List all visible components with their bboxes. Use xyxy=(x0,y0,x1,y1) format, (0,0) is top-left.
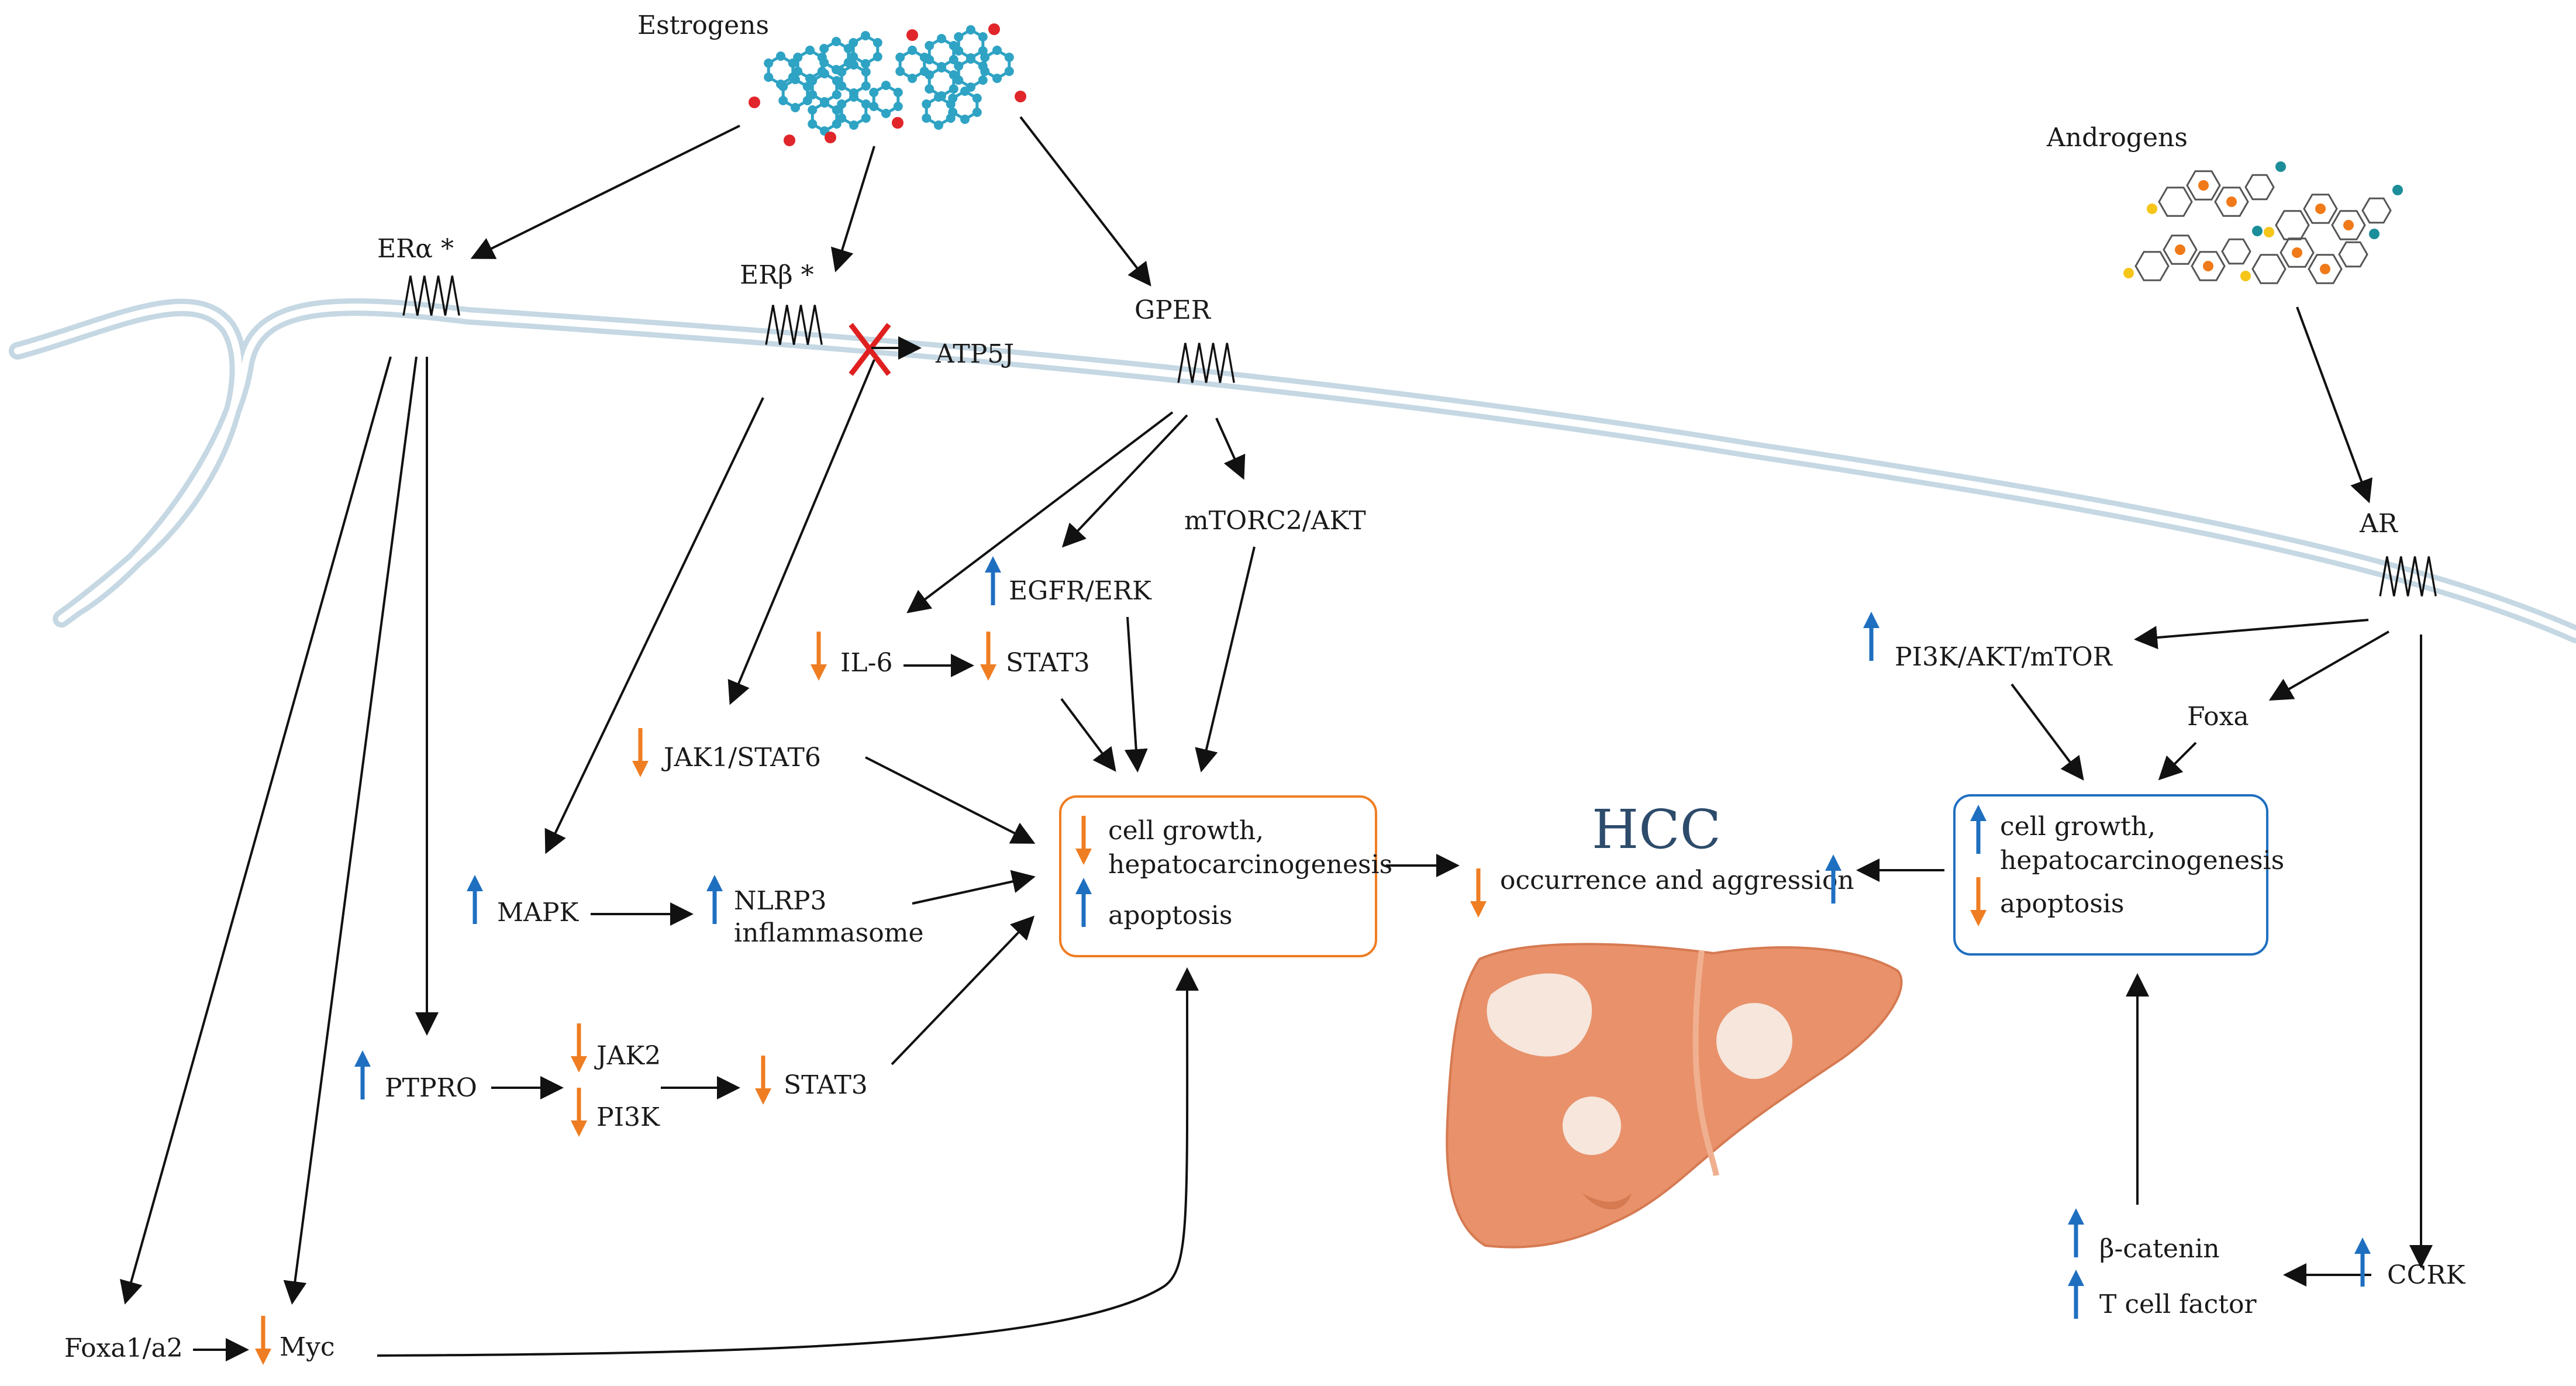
regulation-indicators xyxy=(255,556,2371,1365)
er-beta-label: ERβ * xyxy=(740,260,814,290)
gper-label: GPER xyxy=(1134,295,1212,325)
ar-receptor: AR xyxy=(2359,509,2437,598)
inflammasome-label: inflammasome xyxy=(734,918,924,948)
cell-growth-label: cell growth, xyxy=(1108,816,1264,846)
il6-label: IL-6 xyxy=(840,648,892,678)
stat3-gper-label: STAT3 xyxy=(1006,648,1090,678)
ccrk-label: CCRK xyxy=(2387,1260,2465,1290)
egfr-erk-label: EGFR/ERK xyxy=(1009,576,1152,606)
pi3k-label: PI3K xyxy=(596,1102,660,1132)
foxa1a2-label: Foxa1/a2 xyxy=(64,1333,183,1363)
atp5j-label: ATP5J xyxy=(935,339,1014,369)
mapk-label: MAPK xyxy=(497,898,579,928)
er-alpha-label: ERα * xyxy=(377,234,454,264)
x-block-icon xyxy=(849,323,891,376)
er-alpha-receptor: ERα * xyxy=(377,234,460,317)
ptpro-label: PTPRO xyxy=(385,1073,477,1103)
androgens-label: Androgens xyxy=(2046,123,2188,153)
jak2-label: JAK2 xyxy=(594,1041,661,1071)
liver-illustration xyxy=(1446,943,1903,1249)
nlrp3-label: NLRP3 xyxy=(734,886,826,916)
cell-membrane xyxy=(9,298,2576,643)
jak1-stat6-label: JAK1/STAT6 xyxy=(661,743,821,773)
connector-arrows xyxy=(119,116,2433,1361)
stat3-ptpro-label: STAT3 xyxy=(784,1070,868,1100)
hepatocarcinogenesis-label: hepatocarcinogenesis xyxy=(2000,846,2284,875)
androgen-molecule-icon xyxy=(2123,161,2403,284)
estrogen-molecule-icon xyxy=(749,23,1026,146)
myc-label: Myc xyxy=(280,1332,335,1362)
cell-growth-label: cell growth, xyxy=(2000,812,2156,842)
gper-receptor: GPER xyxy=(1134,295,1235,384)
beta-catenin-label: β-catenin xyxy=(2099,1234,2220,1264)
ar-label: AR xyxy=(2359,509,2399,539)
apoptosis-label: apoptosis xyxy=(2000,889,2124,919)
estrogen-outcome-box: cell growth, hepatocarcinogenesis apopto… xyxy=(1059,795,1392,957)
hcc-title: HCC xyxy=(1592,798,1721,861)
apoptosis-label: apoptosis xyxy=(1108,901,1232,930)
hepatocarcinogenesis-label: hepatocarcinogenesis xyxy=(1108,850,1392,880)
er-beta-receptor: ERβ * xyxy=(740,260,823,346)
pi3k-akt-mtor-label: PI3K/AKT/mTOR xyxy=(1895,642,2113,672)
estrogens-label: Estrogens xyxy=(637,11,769,40)
hcc-subtitle: occurrence and aggression xyxy=(1500,866,1854,895)
foxa-label: Foxa xyxy=(2187,702,2249,732)
t-cell-factor-label: T cell factor xyxy=(2099,1290,2257,1319)
androgen-outcome-box: cell growth, hepatocarcinogenesis apopto… xyxy=(1953,794,2284,956)
mtorc2-akt-label: mTORC2/AKT xyxy=(1184,506,1366,536)
